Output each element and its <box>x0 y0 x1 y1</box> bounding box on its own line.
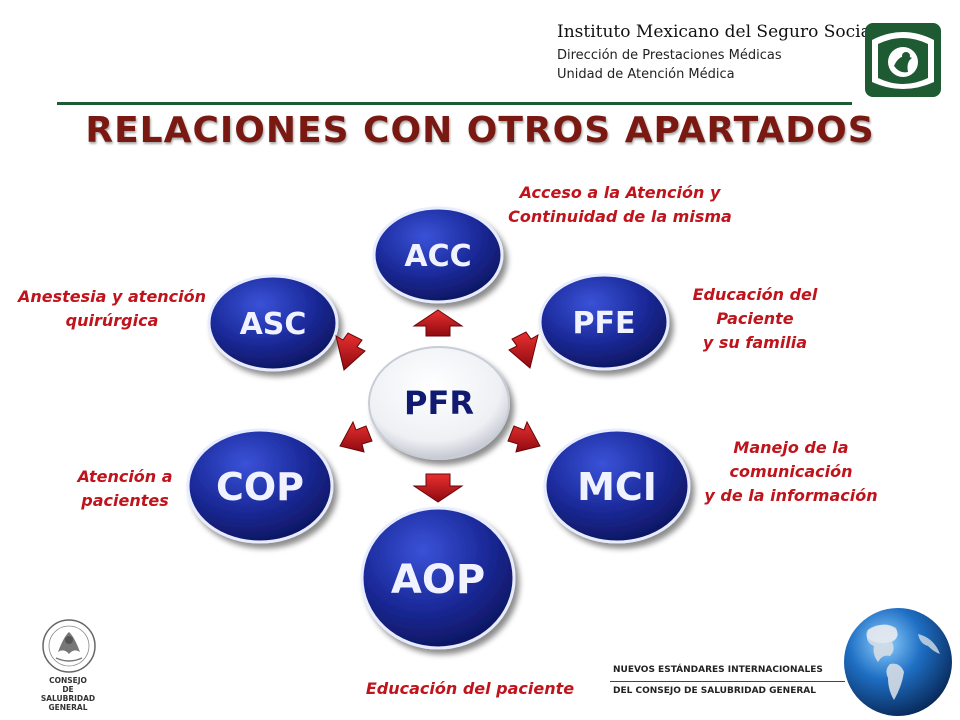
label-acc: Acceso a la Atención y Continuidad de la… <box>470 181 770 229</box>
node-pfe <box>538 273 670 371</box>
imss-logo <box>865 23 941 97</box>
center-node-label: PFR <box>404 384 474 422</box>
label-mci-line: comunicación <box>729 462 853 481</box>
label-mci-line: y de la información <box>704 486 878 505</box>
node-asc <box>207 274 339 372</box>
consejo-logo-text: CONSEJO DE SALUBRIDAD GENERAL <box>28 676 108 712</box>
node-cop <box>186 428 334 544</box>
arrow-to-cop <box>339 420 373 453</box>
node-label-cop: COP <box>216 465 304 509</box>
mexico-seal-logo <box>42 619 96 673</box>
node-label-mci: MCI <box>577 465 657 509</box>
arrow-to-aop <box>412 473 464 503</box>
arrow-to-pfe <box>508 331 539 369</box>
footer-divider <box>610 681 845 682</box>
label-cop-line: pacientes <box>81 491 169 510</box>
node-label-aop: AOP <box>391 557 485 603</box>
label-asc-line: quirúrgica <box>65 311 159 330</box>
node-aop <box>360 506 516 650</box>
globe-icon <box>844 608 952 716</box>
consejo-line: DE <box>62 685 74 694</box>
label-mci-line: Manejo de la <box>733 438 849 457</box>
header-divider <box>57 102 852 105</box>
footer-standards-line: NUEVOS ESTÁNDARES INTERNACIONALES <box>613 665 823 675</box>
node-label-acc: ACC <box>404 239 471 274</box>
consejo-line: SALUBRIDAD GENERAL <box>40 694 96 712</box>
label-pfe-line: Educación del <box>692 285 818 304</box>
department-line: Dirección de Prestaciones Médicas <box>557 48 782 63</box>
institution-name: Instituto Mexicano del Seguro Social <box>557 22 877 42</box>
label-asc-line: Anestesia y atención <box>17 287 207 306</box>
center-node <box>368 346 510 460</box>
unit-line: Unidad de Atención Médica <box>557 67 735 82</box>
arrow-to-asc <box>335 332 366 371</box>
node-acc <box>372 206 504 304</box>
label-pfe-line: Paciente <box>716 309 794 328</box>
label-asc: Anestesia y atención quirúrgica <box>2 285 222 333</box>
label-cop-line: Atención a <box>77 467 173 486</box>
node-label-pfe: PFE <box>573 306 636 341</box>
label-aop-line: Educación del paciente <box>365 679 575 698</box>
label-acc-line: Continuidad de la misma <box>508 207 732 226</box>
label-mci: Manejo de la comunicación y de la inform… <box>686 436 896 508</box>
footer-council-line: DEL CONSEJO DE SALUBRIDAD GENERAL <box>613 686 816 696</box>
label-cop: Atención a pacientes <box>50 465 200 513</box>
label-aop: Educación del paciente <box>340 677 600 701</box>
page-title: RELACIONES CON OTROS APARTADOS <box>85 110 875 151</box>
label-pfe-line: y su familia <box>702 333 808 352</box>
label-pfe: Educación del Paciente y su familia <box>670 283 840 355</box>
node-mci <box>543 428 691 544</box>
arrow-to-mci <box>507 420 541 453</box>
label-acc-line: Acceso a la Atención y <box>519 183 721 202</box>
node-label-asc: ASC <box>240 307 307 342</box>
consejo-line: CONSEJO <box>49 676 87 685</box>
arrow-to-acc <box>412 309 464 337</box>
